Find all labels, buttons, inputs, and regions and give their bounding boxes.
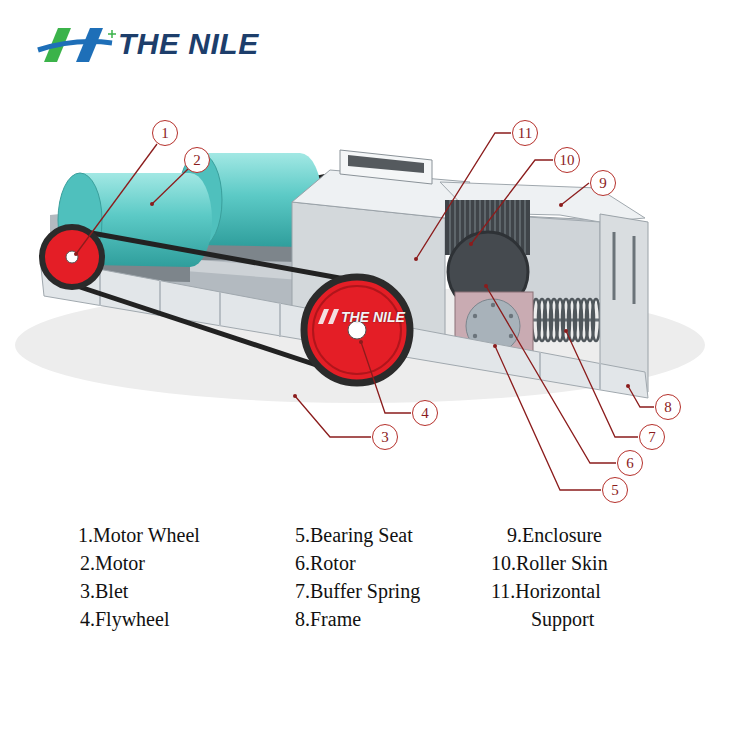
hopper: [340, 150, 432, 184]
watermark-icon: [328, 309, 339, 324]
callout-number: 2: [193, 152, 201, 168]
callout-number: 5: [611, 482, 619, 498]
part-name: 6.Rotor: [295, 551, 356, 575]
leader-dot: [293, 394, 297, 398]
callout-number: 4: [421, 405, 429, 421]
leader-line: [76, 144, 157, 254]
belt: [64, 228, 345, 279]
callout-number: 10: [560, 152, 575, 168]
part-name: 3.Blet: [80, 579, 128, 603]
callout-number: 3: [381, 429, 389, 445]
bolt: [491, 303, 495, 307]
frame-ribs: [100, 269, 600, 390]
callout-number: 9: [599, 175, 607, 191]
bolt: [473, 334, 477, 338]
flywheel: [304, 277, 410, 383]
callout-circle: 5: [602, 477, 628, 503]
logo-star: [108, 30, 116, 38]
part-name: 9.Enclosure: [507, 523, 602, 547]
callout-circle: 1: [152, 120, 178, 146]
flywheel-ring: [313, 286, 401, 374]
watermark-icon: [318, 309, 329, 324]
callout-number: 6: [626, 455, 634, 471]
bolt: [509, 334, 513, 338]
leader-line: [566, 331, 638, 437]
leader-dot: [414, 257, 418, 261]
leader-lines: [76, 133, 654, 490]
leader-line: [486, 286, 616, 463]
callout-circle: 2: [184, 147, 210, 173]
leader-line: [416, 133, 511, 259]
watermark-text: THE NILE: [341, 308, 405, 326]
callout-circle: 11: [512, 120, 538, 146]
part-name: 1.Motor Wheel: [78, 523, 200, 547]
leader-dot: [626, 384, 630, 388]
leader-dot: [564, 329, 568, 333]
callout-number: 1: [161, 125, 169, 141]
part-name: 11.Horizontal Support: [491, 577, 656, 633]
leader-dot: [74, 252, 78, 256]
callout-circle: 10: [554, 147, 580, 173]
leader-line: [152, 169, 188, 204]
leader-line: [561, 183, 589, 205]
callout-number: 11: [518, 125, 532, 141]
hopper-opening: [348, 155, 424, 173]
leader-line: [495, 346, 601, 490]
rod: [613, 232, 616, 300]
leader-line: [295, 396, 371, 437]
part-name: 8.Frame: [295, 607, 361, 631]
bolt: [473, 314, 477, 318]
spring-coil: [592, 299, 600, 341]
leader-dot: [559, 203, 563, 207]
part-name: 5.Bearing Seat: [295, 523, 413, 547]
part-name: 7.Buffer Spring: [295, 579, 420, 603]
leader-line: [471, 160, 553, 244]
logo-swoosh: [38, 42, 112, 50]
callout-circle: 8: [655, 394, 681, 420]
callout-circle: 6: [617, 450, 643, 476]
bolt: [509, 314, 513, 318]
callout-circle: 3: [372, 424, 398, 450]
leader-line: [361, 342, 411, 413]
leader-dot: [493, 344, 497, 348]
logo-icon: [76, 28, 103, 62]
hub: [66, 251, 78, 263]
frame-front-rail: [40, 258, 648, 398]
callout-circle: 4: [412, 400, 438, 426]
leader-dot: [469, 242, 473, 246]
part-name: 10.Roller Skin: [491, 551, 608, 575]
logo-text: THE NILE: [118, 26, 259, 62]
rod: [633, 236, 636, 304]
part-name: 2.Motor: [80, 551, 145, 575]
leader-dot: [359, 340, 363, 344]
leader-dot: [484, 284, 488, 288]
callout-number: 7: [648, 429, 656, 445]
leader-line: [628, 386, 654, 407]
callout-number: 8: [664, 399, 672, 415]
leader-dot: [150, 202, 154, 206]
callout-circle: 9: [590, 170, 616, 196]
leader-dots: [74, 202, 630, 398]
callout-circle: 7: [639, 424, 665, 450]
part-name: 4.Flywheel: [80, 607, 169, 631]
motor-wheel: [42, 227, 102, 287]
buffer-spring: [532, 299, 600, 341]
